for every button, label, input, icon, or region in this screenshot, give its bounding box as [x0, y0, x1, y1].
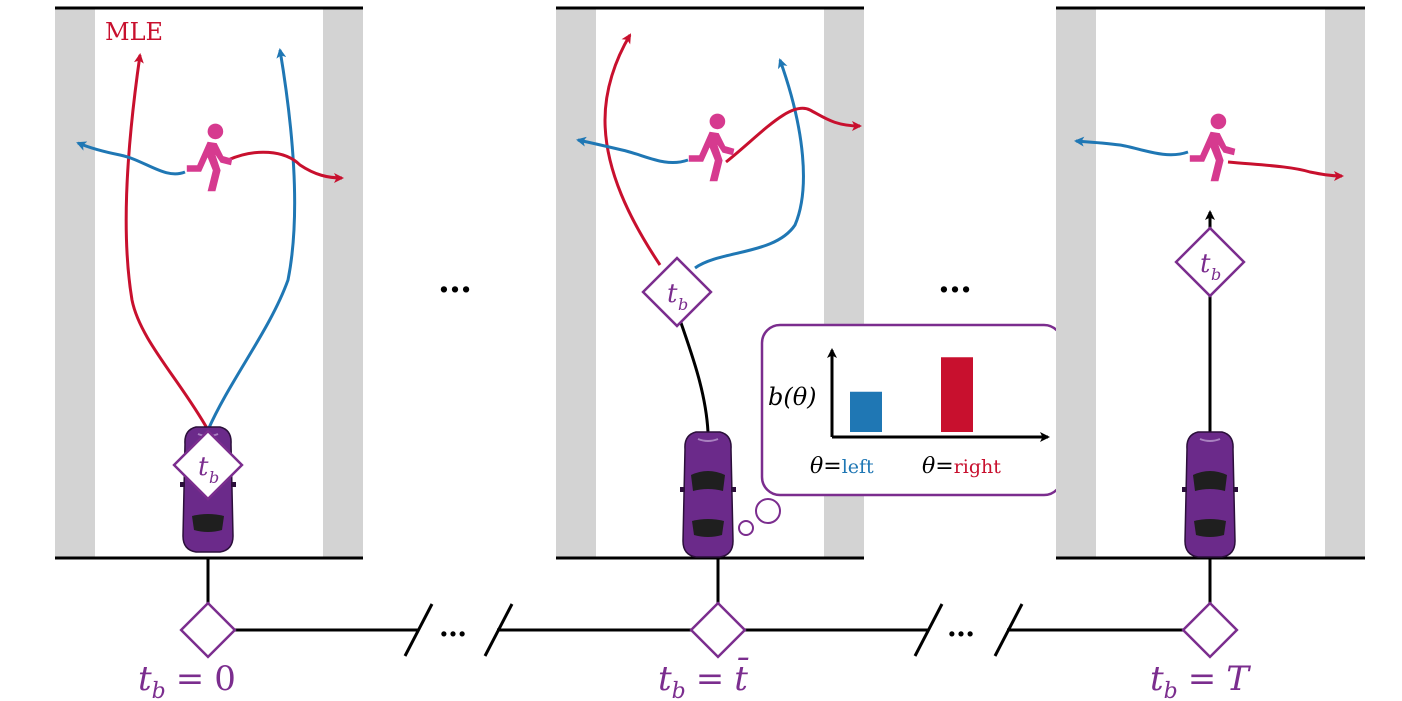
thought-bubble-icon: [738, 498, 781, 536]
theta-left-value: left: [842, 456, 874, 478]
pedestrian-icon: [1189, 113, 1236, 182]
theta-right-value: right: [954, 456, 1002, 478]
timeline-value: 0: [214, 659, 236, 699]
road-panel-1: MLE t b: [55, 6, 363, 560]
tb-subscript: b: [678, 295, 688, 314]
tb-symbol: t: [198, 452, 209, 482]
ego-path-right: [206, 48, 297, 431]
timeline-break: [913, 603, 944, 657]
sidewalk-left: [556, 8, 596, 558]
tb-subscript: b: [1211, 265, 1221, 284]
equals-sign: =: [176, 659, 205, 699]
theta-right-label: θ=right: [922, 454, 1001, 479]
timeline-value: T: [1226, 659, 1251, 699]
ped-path-right: [725, 106, 862, 164]
ego-path-left: [603, 33, 662, 266]
theta-symbol: θ: [810, 454, 823, 479]
theta-left-label: θ=left: [810, 454, 874, 479]
equals-sign: =: [1188, 659, 1217, 699]
ped-path-right: [1227, 160, 1344, 181]
decision-diamond-icon: t b: [641, 256, 713, 328]
tb-subscript: b: [1164, 679, 1178, 701]
theta-symbol: θ: [922, 454, 935, 479]
ped-path-left: [576, 136, 689, 165]
tb-subscript: b: [672, 679, 686, 701]
timeline-label-T: tb =T: [1150, 659, 1251, 701]
belief-bar-left: [850, 391, 882, 432]
timeline-node-2: [689, 601, 747, 659]
tb-subscript: b: [152, 679, 166, 701]
timeline-node-3: [1181, 601, 1239, 659]
pedestrian-icon: [688, 113, 735, 182]
tb-symbol: t: [1200, 249, 1211, 279]
tb-symbol: t: [667, 279, 678, 309]
sidewalk-left: [1056, 8, 1096, 558]
ellipsis-1: …: [438, 261, 472, 301]
belief-bar-right: [941, 357, 973, 432]
mle-label: MLE: [105, 18, 163, 46]
ellipsis-2: …: [938, 261, 972, 301]
decision-diamond-icon: t b: [172, 429, 244, 501]
theta-eq: =: [935, 454, 953, 479]
car-icon: [679, 431, 737, 558]
timeline-break: [403, 603, 434, 657]
decision-diamond-icon: t b: [1174, 226, 1246, 298]
executed-path: [678, 319, 710, 433]
sidewalk-left: [55, 8, 95, 558]
timeline-node-1: [179, 601, 237, 659]
ego-path-mle-left: [124, 53, 210, 431]
equals-sign: =: [696, 659, 725, 699]
car-icon: [1181, 431, 1239, 558]
sidewalk-right: [323, 8, 363, 558]
tb-symbol: t: [1150, 659, 1164, 699]
timeline-ellipsis-1: …: [439, 610, 467, 643]
timeline-label-0: tb =0: [138, 659, 236, 701]
sidewalk-right: [1325, 8, 1365, 558]
ped-path-left: [1074, 136, 1189, 157]
belief-y-label: b(θ): [768, 383, 817, 411]
theta-eq: =: [823, 454, 841, 479]
tb-subscript: b: [209, 468, 219, 487]
belief-bars: [850, 357, 973, 432]
road-panel-3: t b: [1056, 6, 1365, 560]
tb-symbol: t: [658, 659, 672, 699]
pedestrian-icon: [186, 123, 233, 192]
belief-box: b(θ) θ=left θ=right: [760, 323, 1064, 497]
timeline-label-tbar: tb =t̄: [658, 657, 749, 701]
timeline-break: [483, 603, 514, 657]
timeline-break: [993, 603, 1024, 657]
tb-symbol: t: [138, 659, 152, 699]
ego-path-right: [694, 58, 805, 270]
timeline: … … tb=0 tb=t̄ tb=T: [138, 558, 1251, 701]
timeline-value: t̄: [734, 657, 749, 699]
timeline-ellipsis-2: …: [947, 610, 975, 643]
ped-path-right: [227, 150, 344, 183]
ped-path-left: [76, 141, 186, 176]
